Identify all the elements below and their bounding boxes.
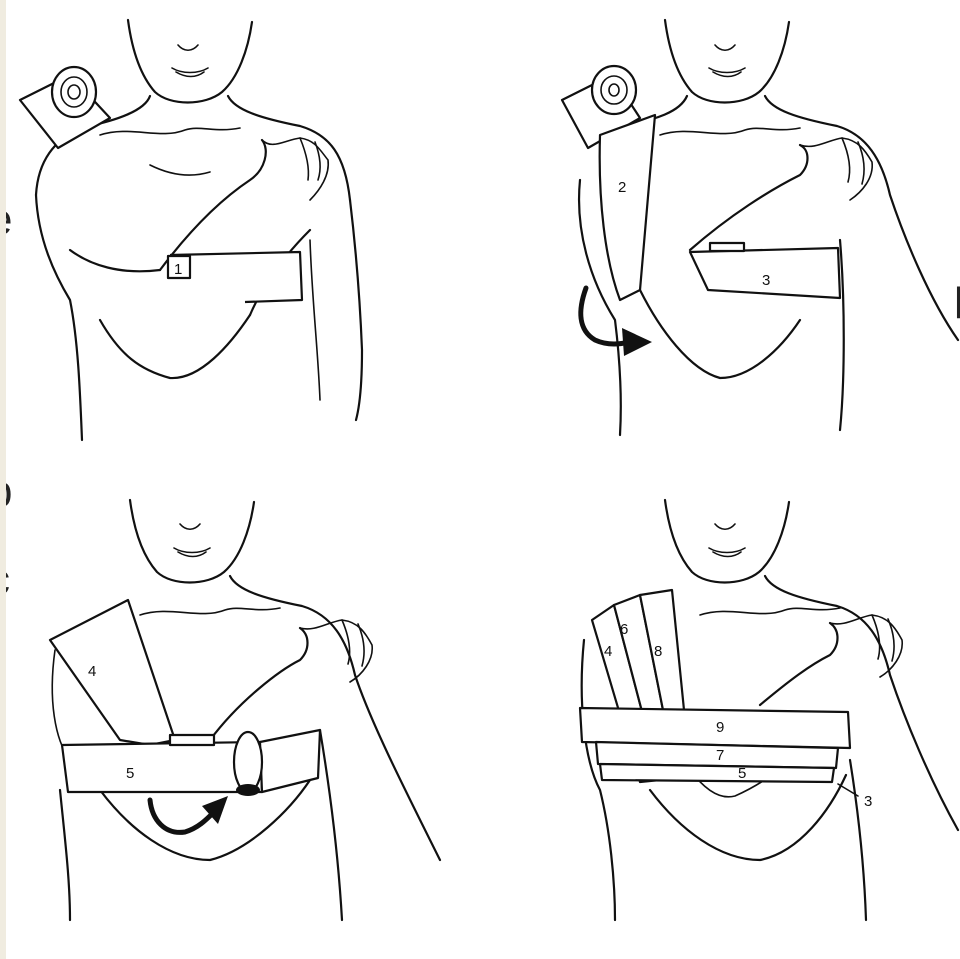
label-3b: 3 [864, 793, 872, 810]
label-1: 1 [174, 261, 182, 278]
label-6: 6 [620, 621, 628, 638]
label-7: 7 [716, 747, 724, 764]
panel-1: 1 [20, 20, 362, 440]
label-4: 4 [88, 663, 96, 680]
label-8: 8 [654, 643, 662, 660]
panel-3: 4 5 [50, 500, 440, 920]
left-border [0, 0, 6, 959]
label-2: 2 [618, 179, 626, 196]
label-9: 9 [716, 719, 724, 736]
label-3: 3 [762, 272, 770, 289]
panel-4: 4 6 8 9 7 5 3 [580, 500, 958, 920]
label-5: 5 [126, 765, 134, 782]
label-4b: 4 [604, 643, 612, 660]
label-5b: 5 [738, 765, 746, 782]
panel-2: 2 3 [562, 20, 958, 435]
